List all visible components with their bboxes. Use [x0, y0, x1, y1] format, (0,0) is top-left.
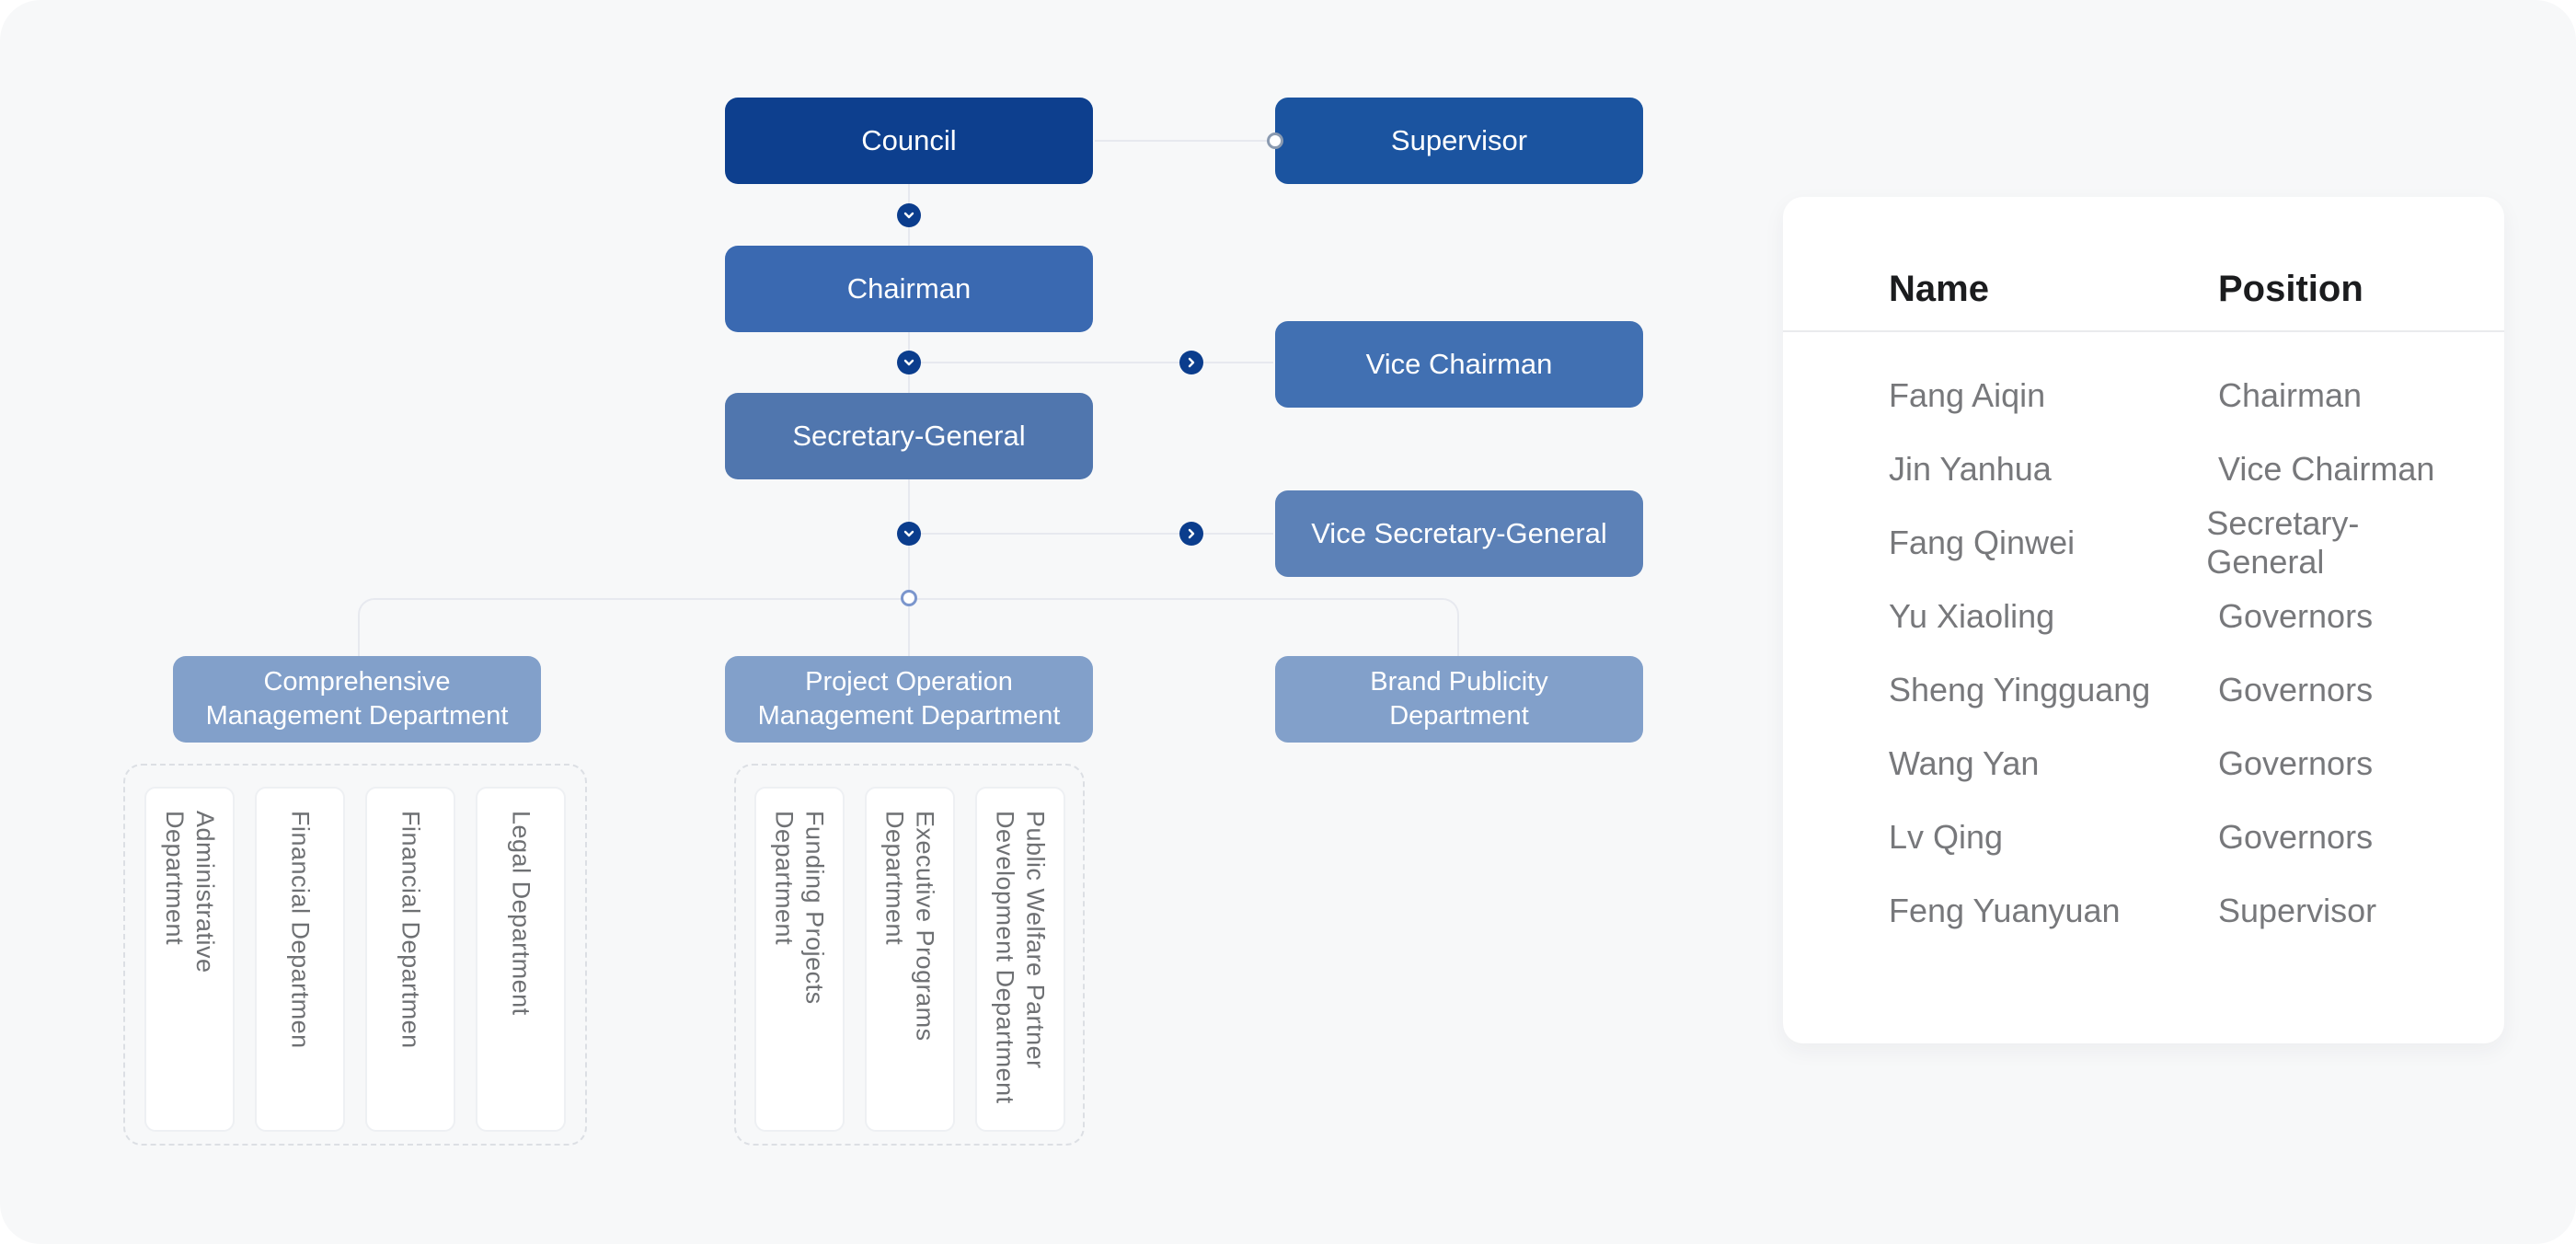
roster-row: Feng Yuanyuan Supervisor — [1889, 874, 2467, 948]
roster-header: Name Position — [1889, 269, 2467, 310]
org-node-brand-publicity-department[interactable]: Brand Publicity Department — [1275, 656, 1643, 743]
org-node-legal-department[interactable]: Legal Department — [476, 787, 566, 1132]
connector-junction-project-dept — [908, 599, 910, 656]
roster-row: Wang Yan Governors — [1889, 727, 2467, 801]
sub-department-label: Financial Departmen — [397, 811, 425, 1049]
roster-rows: Fang Aiqin Chairman Jin Yanhua Vice Chai… — [1889, 359, 2467, 948]
sub-department-group-project: Funding Projects Department Executive Pr… — [734, 764, 1085, 1146]
roster-cell-position: Governors — [2218, 671, 2374, 708]
chevron-right-button[interactable] — [1179, 522, 1203, 546]
roster-row: Lv Qing Governors — [1889, 801, 2467, 874]
chevron-down-icon — [903, 359, 914, 366]
sub-department-label: Administrative Department — [161, 811, 219, 973]
sub-department-label: Funding Projects Department — [770, 811, 829, 1005]
sub-department-group-comprehensive: Administrative Department Financial Depa… — [123, 764, 587, 1146]
connector-department-branch — [358, 598, 1459, 657]
org-node-executive-programs-department[interactable]: Executive Programs Department — [864, 787, 955, 1132]
roster-header-name: Name — [1889, 269, 1989, 309]
org-node-public-welfare-partner-development-department[interactable]: Public Welfare Partner Development Depar… — [974, 787, 1065, 1132]
chevron-down-button[interactable] — [897, 203, 921, 227]
org-node-financial-department-1[interactable]: Financial Departmen — [255, 787, 345, 1132]
roster-cell-name: Feng Yuanyuan — [1889, 892, 2121, 929]
sub-department-label: Financial Departmen — [286, 811, 315, 1049]
roster-header-divider — [1783, 330, 2504, 332]
org-node-council[interactable]: Council — [725, 98, 1093, 184]
sub-department-label: Public Welfare Partner Development Depar… — [991, 811, 1050, 1104]
chevron-right-icon — [1188, 528, 1195, 539]
roster-cell-position: Supervisor — [2218, 892, 2377, 929]
roster-cell-name: Wang Yan — [1889, 744, 2040, 782]
connector-vice-secretary — [909, 533, 1273, 535]
roster-cell-name: Fang Aiqin — [1889, 376, 2046, 414]
connector-vice-chairman — [909, 362, 1273, 363]
connection-anchor-dot — [901, 590, 917, 606]
connection-anchor-dot — [1267, 132, 1283, 149]
org-node-vice-chairman[interactable]: Vice Chairman — [1275, 321, 1643, 408]
chevron-down-icon — [903, 530, 914, 537]
org-node-secretary-general[interactable]: Secretary-General — [725, 393, 1093, 479]
sub-department-label: Legal Department — [507, 811, 535, 1016]
org-node-chairman[interactable]: Chairman — [725, 246, 1093, 332]
roster-row: Fang Aiqin Chairman — [1889, 359, 2467, 432]
chevron-down-button[interactable] — [897, 522, 921, 546]
roster-cell-position: Secretary-General — [2206, 504, 2360, 581]
org-node-comprehensive-management-department[interactable]: Comprehensive Management Department — [173, 656, 541, 743]
chevron-right-button[interactable] — [1179, 351, 1203, 374]
roster-cell-name: Fang Qinwei — [1889, 524, 2076, 561]
roster-card: Name Position Fang Aiqin Chairman Jin Ya… — [1783, 197, 2504, 1043]
roster-cell-position: Governors — [2218, 597, 2374, 635]
roster-cell-position: Vice Chairman — [2218, 450, 2435, 488]
roster-row: Jin Yanhua Vice Chairman — [1889, 432, 2467, 506]
org-node-funding-projects-department[interactable]: Funding Projects Department — [753, 787, 845, 1132]
roster-cell-name: Lv Qing — [1889, 818, 2004, 856]
chevron-right-icon — [1188, 357, 1195, 368]
chevron-down-button[interactable] — [897, 351, 921, 374]
org-node-vice-secretary-general[interactable]: Vice Secretary-General — [1275, 490, 1643, 577]
chevron-down-icon — [903, 212, 914, 219]
org-node-financial-department-2[interactable]: Financial Departmen — [365, 787, 455, 1132]
org-node-project-operation-management-department[interactable]: Project Operation Management Department — [725, 656, 1093, 743]
sub-department-label: Executive Programs Department — [880, 811, 939, 1042]
connector-council-supervisor — [1095, 140, 1273, 142]
roster-row: Sheng Yingguang Governors — [1889, 653, 2467, 727]
roster-row: Fang Qinwei Secretary-General — [1889, 504, 2467, 581]
roster-cell-position: Governors — [2218, 818, 2374, 856]
roster-header-position: Position — [2218, 269, 2363, 309]
roster-cell-name: Sheng Yingguang — [1889, 671, 2151, 708]
org-node-supervisor[interactable]: Supervisor — [1275, 98, 1643, 184]
roster-cell-position: Chairman — [2218, 376, 2363, 414]
roster-cell-name: Jin Yanhua — [1889, 450, 2052, 488]
roster-cell-name: Yu Xiaoling — [1889, 597, 2055, 635]
roster-row: Yu Xiaoling Governors — [1889, 580, 2467, 653]
roster-cell-position: Governors — [2218, 744, 2374, 782]
org-node-administrative-department[interactable]: Administrative Department — [144, 787, 235, 1132]
